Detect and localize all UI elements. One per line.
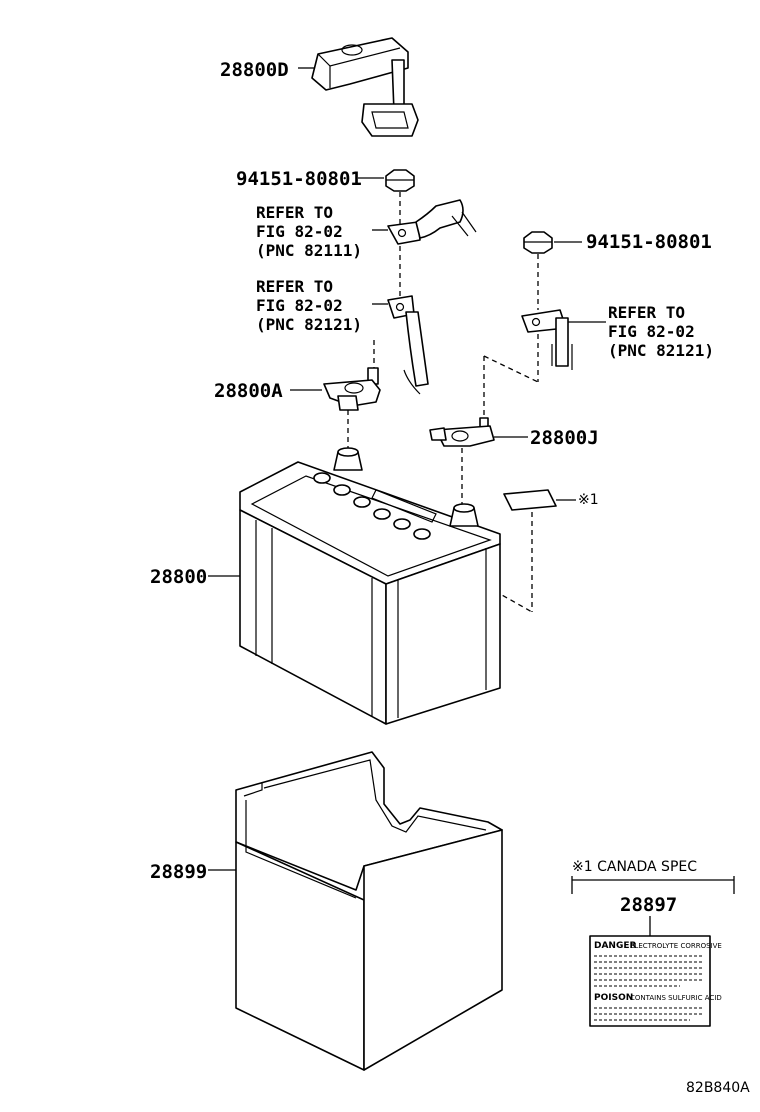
tray-callout: 28899 <box>150 861 207 883</box>
label-poison-sub: CONTAINS SULFURIC ACID <box>630 994 722 1002</box>
figure-id: 82B840A <box>686 1080 750 1096</box>
positive-terminal-part <box>323 367 381 411</box>
svg-text:REFER TO: REFER TO <box>256 277 333 296</box>
svg-text:REFER TO: REFER TO <box>608 303 685 322</box>
label-poison-text: POISON <box>594 993 633 1003</box>
nut-top-callout: 94151-80801 <box>236 168 362 190</box>
battery-callout: 28800 <box>150 566 207 588</box>
negative-terminal-callout: 28800J <box>530 427 599 449</box>
svg-text:FIG 82-02: FIG 82-02 <box>256 222 343 241</box>
refer-note-1: REFER TO FIG 82-02 (PNC 82111) <box>256 203 362 260</box>
note-mark-callout: ※1 <box>578 492 599 508</box>
battery-tray-part <box>235 751 503 1071</box>
svg-text:(PNC 82111): (PNC 82111) <box>256 241 362 260</box>
refer-note-3: REFER TO FIG 82-02 (PNC 82121) <box>608 303 714 360</box>
refer-note-2: REFER TO FIG 82-02 (PNC 82121) <box>256 277 362 334</box>
nut-right-part <box>523 231 553 254</box>
terminal-cover-part <box>298 37 419 137</box>
warning-label-part <box>503 489 557 511</box>
svg-text:FIG 82-02: FIG 82-02 <box>608 322 695 341</box>
svg-text:REFER TO: REFER TO <box>256 203 333 222</box>
svg-text:(PNC 82121): (PNC 82121) <box>608 341 714 360</box>
negative-terminal-part <box>429 417 495 447</box>
positive-terminal-callout: 28800A <box>214 380 283 402</box>
warning-label-card <box>589 935 711 1027</box>
cover-callout: 28800D <box>220 59 289 81</box>
label-danger-sub: ELECTROLYTE CORROSIVE <box>630 942 722 950</box>
label-danger-text: DANGER <box>594 941 637 951</box>
cable-lug-upper <box>387 199 477 245</box>
cable-lug-right <box>521 309 573 370</box>
svg-text:FIG 82-02: FIG 82-02 <box>256 296 343 315</box>
canada-spec-inset: ※1 CANADA SPEC 28897 DANGER ELECTROLYTE … <box>571 859 735 1027</box>
nut-top-part <box>385 169 415 192</box>
nut-right-callout: 94151-80801 <box>586 231 712 253</box>
svg-text:(PNC 82121): (PNC 82121) <box>256 315 362 334</box>
battery-part <box>239 447 501 725</box>
cable-lug-lower <box>387 295 429 395</box>
canada-spec-note: ※1 CANADA SPEC <box>572 859 697 875</box>
label-callout: 28897 <box>620 894 677 916</box>
